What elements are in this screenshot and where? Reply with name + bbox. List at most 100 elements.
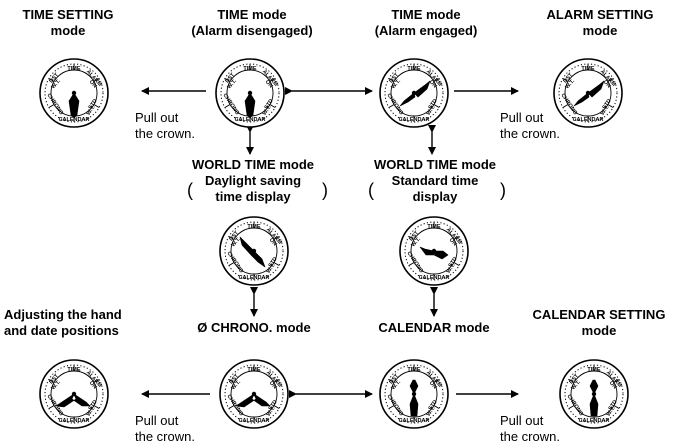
dial-spoke [388, 379, 395, 383]
label-time-setting-mode: TIME SETTING mode [0, 7, 136, 39]
dial-center-pin [71, 90, 77, 96]
paren-open-std: ( [368, 180, 374, 200]
label-time-setting-line1: TIME SETTING [22, 7, 114, 22]
note-line2: the crown. [500, 126, 560, 141]
note-pull-crown-2: Pull out the crown. [500, 110, 560, 142]
dial-spoke [228, 262, 235, 266]
dial-label-wt: W.T. [230, 379, 242, 391]
dial-label-std: STD [448, 256, 459, 268]
dial-label-time: TIME [67, 66, 80, 72]
dial-center-pin [71, 391, 77, 397]
note-pull-crown-3: Pull out the crown. [135, 413, 195, 445]
label-adjusting-hand: Adjusting the hand and date positions [4, 307, 122, 339]
label-adjusting-line2: and date positions [4, 323, 119, 338]
dial-spoke [562, 78, 569, 82]
dial-label-calendar: CALENDAR [59, 418, 90, 424]
note-pull-crown-1: Pull out the crown. [135, 110, 195, 142]
dial-label-time: TIME [581, 66, 594, 72]
label-world-dst-line1: WORLD TIME mode [191, 157, 315, 172]
dial-spoke [48, 78, 55, 82]
note-line1: Pull out [500, 413, 544, 428]
dial-label-wt: W.T. [570, 379, 582, 391]
dial-label-std-wt: W.T. [600, 104, 611, 117]
label-alarm-setting-line2: mode [582, 23, 618, 38]
label-time-setting-line2: mode [50, 23, 86, 38]
dial-spoke [224, 104, 231, 108]
dial-label-time: TIME [407, 367, 420, 373]
label-world-time-dst: WORLD TIME mode Daylight saving time dis… [178, 157, 328, 205]
note-line1: Pull out [135, 413, 179, 428]
label-time-engaged-line1: TIME mode [391, 7, 461, 22]
dial-spoke [388, 405, 395, 409]
dial-spoke [269, 78, 276, 82]
note-line1: Pull out [135, 110, 179, 125]
dial-spoke [433, 405, 440, 409]
dial-label-wt: W.T. [390, 379, 402, 391]
dial-label-std-wt: W.T. [266, 262, 277, 275]
label-time-mode-engaged: TIME mode (Alarm engaged) [356, 7, 496, 39]
dial-spoke [48, 405, 55, 409]
dial-label-on: ON [88, 380, 98, 390]
dial-spoke [273, 405, 280, 409]
dial-spoke [269, 104, 276, 108]
dial-hands [55, 393, 91, 408]
paren-open-dst: ( [187, 180, 193, 200]
dial-center-pin [251, 391, 257, 397]
dial-center-pin [411, 391, 417, 397]
dial-label-calendar: CALENDAR [579, 418, 610, 424]
note-line1: Pull out [500, 110, 544, 125]
dial-hands [235, 393, 271, 408]
note-line2: the crown. [135, 429, 195, 444]
note-pull-crown-4: Pull out the crown. [500, 413, 560, 445]
paren-close-std: ) [500, 180, 506, 200]
dial-hands [68, 92, 80, 119]
dial-label-wt: W.T. [230, 236, 242, 248]
label-world-dst-line2: Daylight saving [204, 173, 302, 188]
dial-hands [244, 92, 256, 119]
dial-spoke [607, 78, 614, 82]
dial-spoke [568, 405, 575, 409]
label-adjusting-line1: Adjusting the hand [4, 307, 122, 322]
dial-label-std-wt: W.T. [86, 405, 97, 418]
label-world-time-std: WORLD TIME mode Standard time display [360, 157, 510, 205]
dial-label-time: TIME [67, 367, 80, 373]
dial-label-time: TIME [407, 66, 420, 72]
dial-spoke [93, 104, 100, 108]
dial-label-time: TIME [427, 224, 440, 230]
dial-center-pin [431, 248, 437, 254]
dial-label-on: ON [602, 79, 612, 89]
dial-label-on: ON [448, 237, 458, 247]
label-time-mode-disengaged: TIME mode (Alarm disengaged) [172, 7, 332, 39]
dial-label-std-wt: W.T. [262, 104, 273, 117]
dial-spoke [607, 104, 614, 108]
dial-label-std: STD [264, 98, 275, 110]
dial-label-time: TIME [247, 224, 260, 230]
dial-label-on: ON [608, 380, 618, 390]
label-calendar-setting-line1: CALENDAR SETTING [532, 307, 666, 322]
dial-label-on: ON [88, 79, 98, 89]
dial-spoke [453, 262, 460, 266]
dial-label-std: STD [428, 98, 439, 110]
dial-label-time: TIME [243, 66, 256, 72]
label-calendar-setting-line2: mode [581, 323, 617, 338]
dial-spoke [613, 405, 620, 409]
note-line2: the crown. [135, 126, 195, 141]
dial-label-calendar: CALENDAR [419, 275, 450, 281]
dial-label-std: STD [268, 399, 279, 411]
label-world-dst-line3: time display [215, 189, 291, 204]
dial-label-std-wt: W.T. [606, 405, 617, 418]
dial-label-wt: W.T. [50, 78, 62, 90]
dial-label-on: ON [268, 237, 278, 247]
dial-label-calendar: CALENDAR [59, 117, 90, 123]
dial-label-std: STD [268, 256, 279, 268]
dial-hands [589, 379, 599, 417]
label-time-disengaged-line1: TIME mode [217, 7, 287, 22]
dial-label-std: STD [428, 399, 439, 411]
dial-label-std-wt: W.T. [86, 104, 97, 117]
